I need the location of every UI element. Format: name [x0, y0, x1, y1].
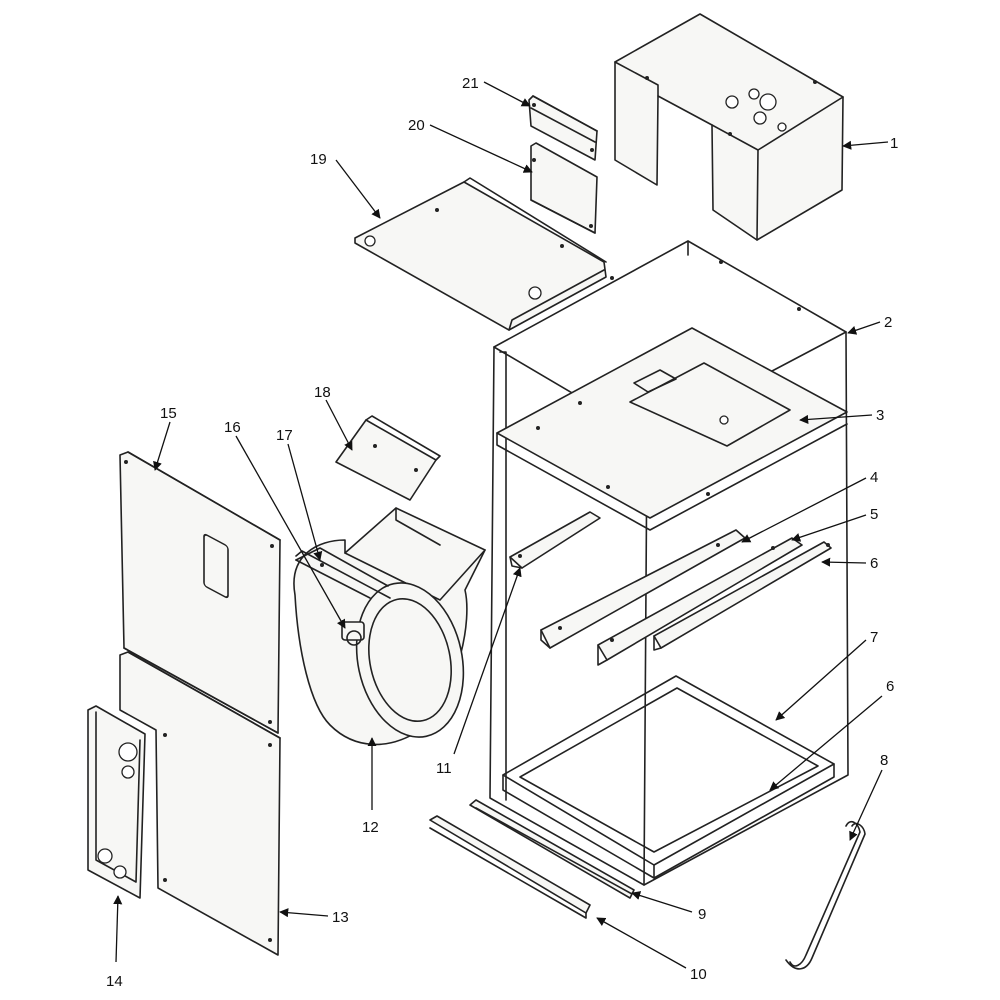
part-15-upper-door: [119, 451, 281, 734]
callout-4: 4: [870, 469, 878, 486]
part-18-shield: [335, 415, 441, 501]
callout-14: 14: [106, 973, 123, 990]
callout-3: 3: [876, 407, 884, 424]
part-12-blower: [293, 507, 486, 746]
part-14-access-cover: [87, 705, 146, 899]
callout-5: 5: [870, 506, 878, 523]
part-5-rail: [597, 537, 803, 666]
part-20-plate: [530, 142, 598, 234]
callout-1: 1: [890, 135, 898, 152]
callout-labels: 1 2 3 4 5 6 7 6 8 9 10 11 12 13 14 15 16…: [106, 75, 898, 990]
callout-15: 15: [160, 405, 177, 422]
part-7-bottom-frame: [502, 675, 835, 879]
part-3-divider-shelf: [496, 327, 848, 531]
callout-10: 10: [690, 966, 707, 983]
leader-lines: [113, 81, 889, 969]
callout-11: 11: [436, 760, 452, 777]
callout-20: 20: [408, 117, 425, 134]
part-21-plate: [528, 95, 598, 161]
part-11-rail: [509, 511, 601, 569]
part-10-strip: [429, 815, 591, 919]
callout-13: 13: [332, 909, 349, 926]
part-13-lower-door: [119, 651, 281, 956]
part-9-strip: [469, 799, 635, 899]
callout-2: 2: [884, 314, 892, 331]
callout-21: 21: [462, 75, 479, 92]
part-19-top-panel: [354, 177, 607, 331]
callout-6-lower: 6: [886, 678, 894, 695]
callout-19: 19: [310, 151, 327, 168]
callout-7: 7: [870, 629, 878, 646]
callout-8: 8: [880, 752, 888, 769]
callout-18: 18: [314, 384, 331, 401]
callout-6-upper: 6: [870, 555, 878, 572]
part-8-rod: [785, 820, 866, 970]
part-1-control-box: [614, 13, 844, 241]
callout-17: 17: [276, 427, 293, 444]
part-6-rail-upper: [653, 541, 832, 651]
callout-12: 12: [362, 819, 379, 836]
callout-16: 16: [224, 419, 241, 436]
callout-9: 9: [698, 906, 706, 923]
